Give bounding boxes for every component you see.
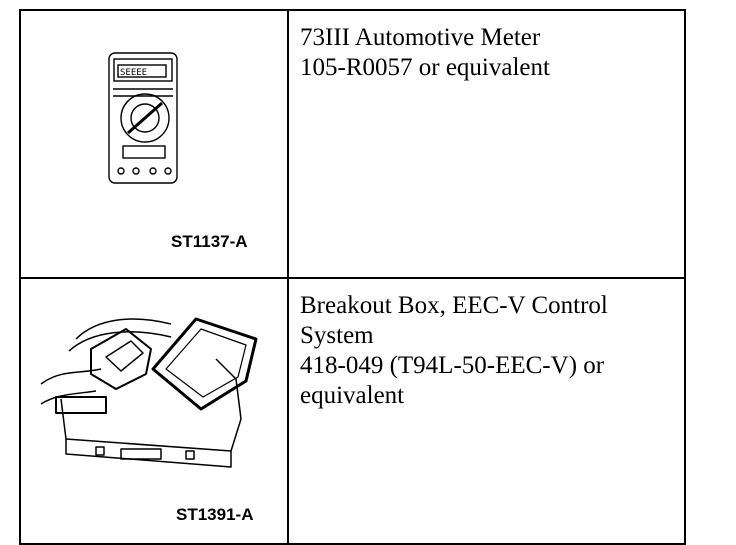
description-line: 418-049 (T94L-50-EEC-V) or: [300, 352, 605, 379]
description-line: System: [300, 322, 374, 349]
tool-description-cell: Breakout Box, EEC-V Control System 418-0…: [287, 277, 686, 545]
figure-caption: ST1391-A: [176, 505, 254, 524]
description-line: 73III Automotive Meter: [300, 24, 541, 51]
tool-description-cell: 73III Automotive Meter 105-R0057 or equi…: [287, 9, 686, 279]
tool-table: SEEEE ST1137-A 73III Automotive Meter 10…: [19, 9, 686, 545]
tool-row: SEEEE ST1137-A 73III Automotive Meter 10…: [19, 9, 686, 279]
description-line: 105-R0057 or equivalent: [300, 54, 550, 81]
breakout-box-illustration: [40, 317, 258, 468]
svg-text:SEEEE: SEEEE: [120, 68, 147, 78]
description-line: Breakout Box, EEC-V Control: [300, 292, 608, 319]
tool-image-cell: SEEEE ST1137-A: [19, 9, 289, 279]
figure-caption: ST1137-A: [171, 232, 248, 251]
tool-row: ST1391-A Breakout Box, EEC-V Control Sys…: [19, 277, 686, 545]
multimeter-illustration: SEEEE: [108, 52, 178, 184]
tool-image-cell: ST1391-A: [19, 277, 289, 545]
description-line: equivalent: [300, 382, 405, 409]
